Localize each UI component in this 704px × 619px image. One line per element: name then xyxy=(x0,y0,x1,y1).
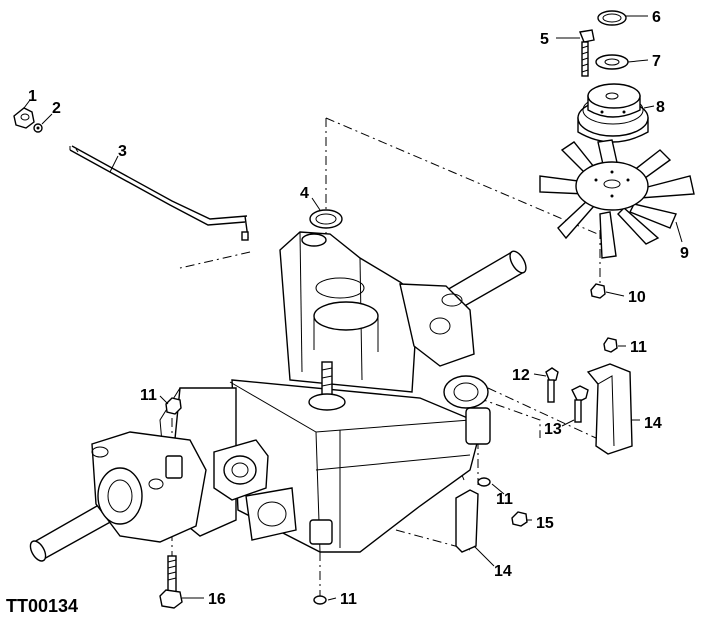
callout-12: 12 xyxy=(512,367,530,384)
snap-ring xyxy=(309,209,343,229)
callout-6: 6 xyxy=(652,9,661,26)
callout-1: 1 xyxy=(28,88,37,105)
callout-13: 13 xyxy=(544,421,562,438)
callout-16: 16 xyxy=(208,591,226,608)
shift-rod-assembly xyxy=(13,107,249,241)
callout-9: 9 xyxy=(680,245,689,262)
callout-14-right: 14 xyxy=(644,415,662,432)
clip-and-washer xyxy=(595,10,629,70)
callout-11-bottom: 11 xyxy=(340,591,357,608)
nut xyxy=(511,511,528,527)
callout-14-bottom: 14 xyxy=(494,563,512,580)
callout-7: 7 xyxy=(652,53,661,70)
callout-8: 8 xyxy=(656,99,665,116)
callout-3: 3 xyxy=(118,143,127,160)
pulley xyxy=(577,83,649,143)
callout-10: 10 xyxy=(628,289,646,306)
cooling-fan xyxy=(539,139,695,259)
callout-11-center: 11 xyxy=(496,491,513,508)
figure-id: TT00134 xyxy=(6,596,78,616)
bolt xyxy=(579,29,595,77)
callout-4: 4 xyxy=(300,185,309,202)
callout-labels: 1 2 3 4 5 6 7 8 9 10 11 11 11 11 11 12 1… xyxy=(28,9,689,608)
bracket-bolts xyxy=(545,367,589,423)
fan-nut xyxy=(590,283,606,299)
callout-11-right: 11 xyxy=(630,339,647,356)
transaxle-housing xyxy=(29,231,527,562)
callout-5: 5 xyxy=(540,31,549,48)
callout-11-left: 11 xyxy=(140,387,157,404)
case-bolts xyxy=(165,337,618,605)
brackets xyxy=(455,363,633,553)
leader-lines xyxy=(23,15,683,601)
callout-2: 2 xyxy=(52,100,61,117)
long-bolt xyxy=(159,555,183,609)
callout-15: 15 xyxy=(536,515,554,532)
